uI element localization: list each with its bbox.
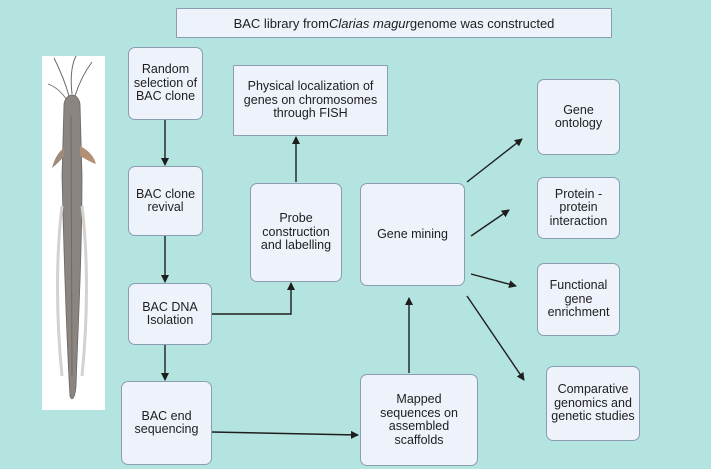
comparative-genomics-box: Comparative genomics and genetic studies — [546, 366, 640, 441]
dna-isolation-box: BAC DNA Isolation — [128, 283, 212, 345]
protein-interaction-box: Protein - protein interaction — [537, 177, 620, 239]
protein-interaction-label: Protein - protein interaction — [549, 186, 608, 228]
gene-ontology-box: Gene ontology — [537, 79, 620, 155]
arrow-mining-to-interaction — [470, 209, 510, 237]
arrow-sequencing-to-mapped — [211, 430, 359, 439]
gene-mining-box: Gene mining — [360, 183, 465, 286]
catfish-specimen-image — [42, 55, 105, 410]
probe-construction-label: Probe construction and labelling — [260, 211, 332, 253]
diagram-title: BAC library from Clarias magur genome wa… — [176, 8, 612, 38]
random-selection-box: Random selection of BAC clone — [128, 47, 203, 120]
mapped-sequences-label: Mapped sequences on assembled scaffolds — [380, 392, 458, 447]
title-prefix: BAC library from — [233, 15, 329, 31]
functional-enrichment-box: Functional gene enrichment — [537, 263, 620, 336]
probe-construction-box: Probe construction and labelling — [250, 183, 342, 282]
mapped-sequences-box: Mapped sequences on assembled scaffolds — [360, 374, 478, 466]
comparative-genomics-label: Comparative genomics and genetic studies — [551, 382, 635, 424]
end-sequencing-box: BAC end sequencing — [121, 381, 212, 465]
title-species: Clarias magur — [328, 15, 410, 31]
random-selection-label: Random selection of BAC clone — [133, 62, 198, 104]
arrow-mining-to-enrichment — [470, 273, 517, 289]
gene-ontology-label: Gene ontology — [554, 102, 603, 130]
clone-revival-label: BAC clone revival — [135, 186, 196, 214]
arrow-isolation-to-probe — [212, 282, 295, 315]
gene-mining-label: Gene mining — [377, 226, 448, 241]
dna-isolation-label: BAC DNA Isolation — [142, 299, 198, 327]
functional-enrichment-label: Functional gene enrichment — [547, 278, 610, 320]
fish-localization-box: Physical localization of genes on chromo… — [233, 65, 388, 136]
fish-localization-label: Physical localization of genes on chromo… — [243, 79, 378, 121]
catfish-icon — [47, 55, 96, 400]
arrow-mining-to-comparative — [466, 295, 525, 381]
arrow-mining-to-ontology — [466, 138, 523, 183]
clone-revival-box: BAC clone revival — [128, 166, 203, 236]
end-sequencing-label: BAC end sequencing — [134, 408, 199, 436]
title-suffix: genome was constructed — [409, 15, 555, 31]
